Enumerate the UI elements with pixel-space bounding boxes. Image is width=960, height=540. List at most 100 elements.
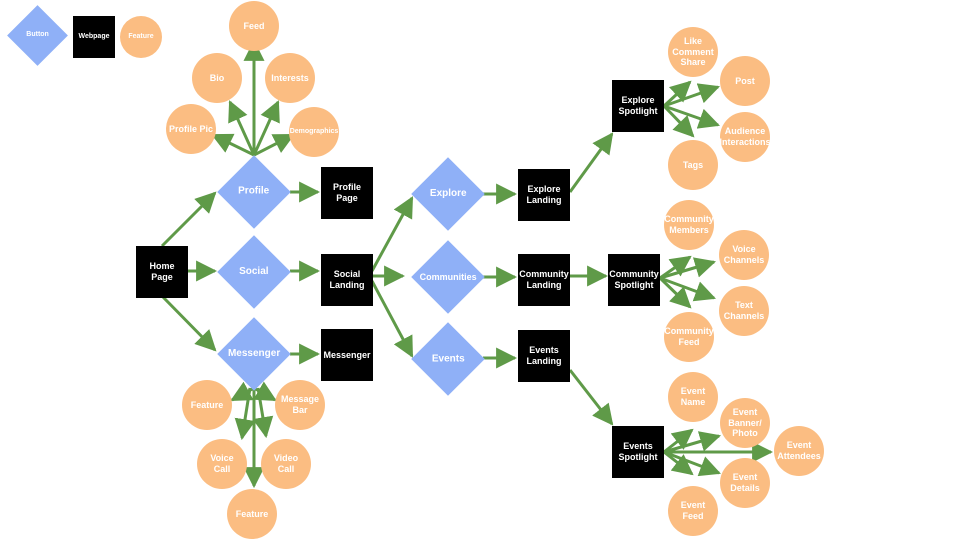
feature-left-label: Feature — [190, 399, 224, 410]
messenger-page-label: Messenger — [323, 349, 371, 360]
feed-feature-label: Feed — [243, 20, 265, 31]
demographics-feature-label: Demographics — [289, 127, 339, 135]
profile-page-label: Profile Page — [332, 182, 361, 203]
like-comment-share-node: Like Comment Share — [668, 27, 718, 77]
explore-spotlight-label: Explore Spotlight — [618, 95, 658, 116]
social-landing-label: Social Landing — [329, 269, 365, 290]
arrow-messenger-voicecall — [234, 387, 256, 441]
arrow-events-feed — [663, 450, 694, 476]
bio-feature-label: Bio — [209, 72, 225, 83]
event-attendees-node: Event Attendees — [774, 426, 824, 476]
legend-feature-label: Feature — [128, 32, 154, 40]
events-landing-label: Events Landing — [526, 345, 562, 366]
legend-webpage-box: Webpage — [73, 16, 115, 58]
legend-feature-circle: Feature — [120, 16, 162, 58]
feature-bottom-node: Feature — [227, 489, 277, 539]
voice-call-node: Voice Call — [197, 439, 247, 489]
legend-webpage-label: Webpage — [78, 32, 110, 40]
interests-feature-node: Interests — [265, 53, 315, 103]
like-comment-share-label: Like Comment Share — [672, 35, 714, 68]
feed-feature-node: Feed — [229, 1, 279, 51]
arrow-social-explore — [370, 196, 414, 272]
community-landing-node: Community Landing — [518, 254, 570, 306]
arrow-community-members — [659, 255, 692, 280]
video-call-node: Video Call — [261, 439, 311, 489]
event-name-label: Event Name — [680, 386, 706, 407]
arrow-events-banner — [663, 431, 722, 454]
profile-button-label: Profile — [238, 186, 270, 197]
communities-button-label: Communities — [419, 271, 477, 282]
arrow-explorelanding-spotlight — [568, 132, 614, 193]
arrow-community-voice — [659, 257, 717, 280]
arrow-events-name — [663, 428, 694, 454]
post-node: Post — [720, 56, 770, 106]
tags-label: Tags — [682, 159, 704, 170]
event-name-node: Event Name — [668, 372, 718, 422]
arrow-home-messenger — [160, 294, 217, 352]
explore-landing-node: Explore Landing — [518, 169, 570, 221]
tags-node: Tags — [668, 140, 718, 190]
events-spotlight-label: Events Spotlight — [618, 441, 658, 462]
social-landing-node: Social Landing — [321, 254, 373, 306]
event-feed-node: Event Feed — [668, 486, 718, 536]
profile-page-node: Profile Page — [321, 167, 373, 219]
text-channels-node: Text Channels — [719, 286, 769, 336]
event-attendees-label: Event Attendees — [777, 440, 821, 461]
voice-channels-node: Voice Channels — [719, 230, 769, 280]
arrow-explore-like — [662, 80, 692, 108]
explore-landing-label: Explore Landing — [526, 184, 562, 205]
community-spotlight-node: Community Spotlight — [608, 254, 660, 306]
events-spotlight-node: Events Spotlight — [612, 426, 664, 478]
arrow-home-profile — [160, 191, 217, 248]
home-page-node: Home Page — [136, 246, 188, 298]
arrow-social-events — [370, 280, 414, 358]
message-bar-label: Message Bar — [280, 394, 320, 415]
arrow-profile-interests — [252, 100, 280, 156]
social-button-label: Social — [239, 266, 269, 277]
message-bar-node: Message Bar — [275, 380, 325, 430]
demographics-feature-node: Demographics — [289, 107, 339, 157]
event-details-label: Event Details — [730, 472, 760, 493]
voice-call-label: Voice Call — [210, 453, 234, 474]
community-landing-label: Community Landing — [519, 269, 569, 290]
messenger-button-label: Messenger — [227, 348, 281, 359]
community-members-node: Community Members — [664, 200, 714, 250]
profile-pic-feature-node: Profile Pic — [166, 104, 216, 154]
arrow-events-details — [663, 450, 721, 477]
profile-pic-feature-label: Profile Pic — [169, 123, 214, 134]
arrow-profile-pic — [211, 133, 255, 157]
event-banner-photo-node: Event Banner/ Photo — [720, 398, 770, 448]
arrow-explore-post — [663, 83, 720, 108]
community-feed-node: Community Feed — [664, 312, 714, 362]
home-page-label: Home Page — [149, 261, 175, 282]
interests-feature-label: Interests — [271, 72, 309, 83]
text-channels-label: Text Channels — [723, 300, 765, 321]
voice-channels-label: Voice Channels — [723, 244, 765, 265]
feature-bottom-label: Feature — [235, 508, 269, 519]
arrow-profile-bio — [228, 100, 256, 156]
post-label: Post — [735, 75, 755, 86]
events-landing-node: Events Landing — [518, 330, 570, 382]
messenger-page-node: Messenger — [321, 329, 373, 381]
event-details-node: Event Details — [720, 458, 770, 508]
event-banner-photo-label: Event Banner/ Photo — [728, 406, 762, 439]
community-spotlight-label: Community Spotlight — [609, 269, 659, 290]
event-feed-label: Event Feed — [680, 500, 706, 521]
arrow-messenger-videocall — [252, 387, 274, 439]
audience-interactions-node: Audience Interactions — [719, 112, 771, 162]
arrow-community-text — [659, 276, 716, 302]
arrow-eventslanding-spotlight — [568, 369, 614, 426]
explore-button-label: Explore — [429, 188, 467, 199]
community-members-label: Community Members — [664, 214, 714, 235]
legend-button-label: Button — [26, 31, 49, 39]
feature-left-node: Feature — [182, 380, 232, 430]
community-feed-label: Community Feed — [664, 326, 714, 347]
arrow-community-feed — [658, 276, 692, 309]
bio-feature-node: Bio — [192, 53, 242, 103]
arrow-profile-demographics — [253, 133, 295, 157]
events-button-label: Events — [431, 352, 465, 364]
video-call-label: Video Call — [273, 453, 299, 474]
audience-interactions-label: Audience Interactions — [719, 126, 771, 147]
arrow-explore-tags — [662, 104, 695, 138]
